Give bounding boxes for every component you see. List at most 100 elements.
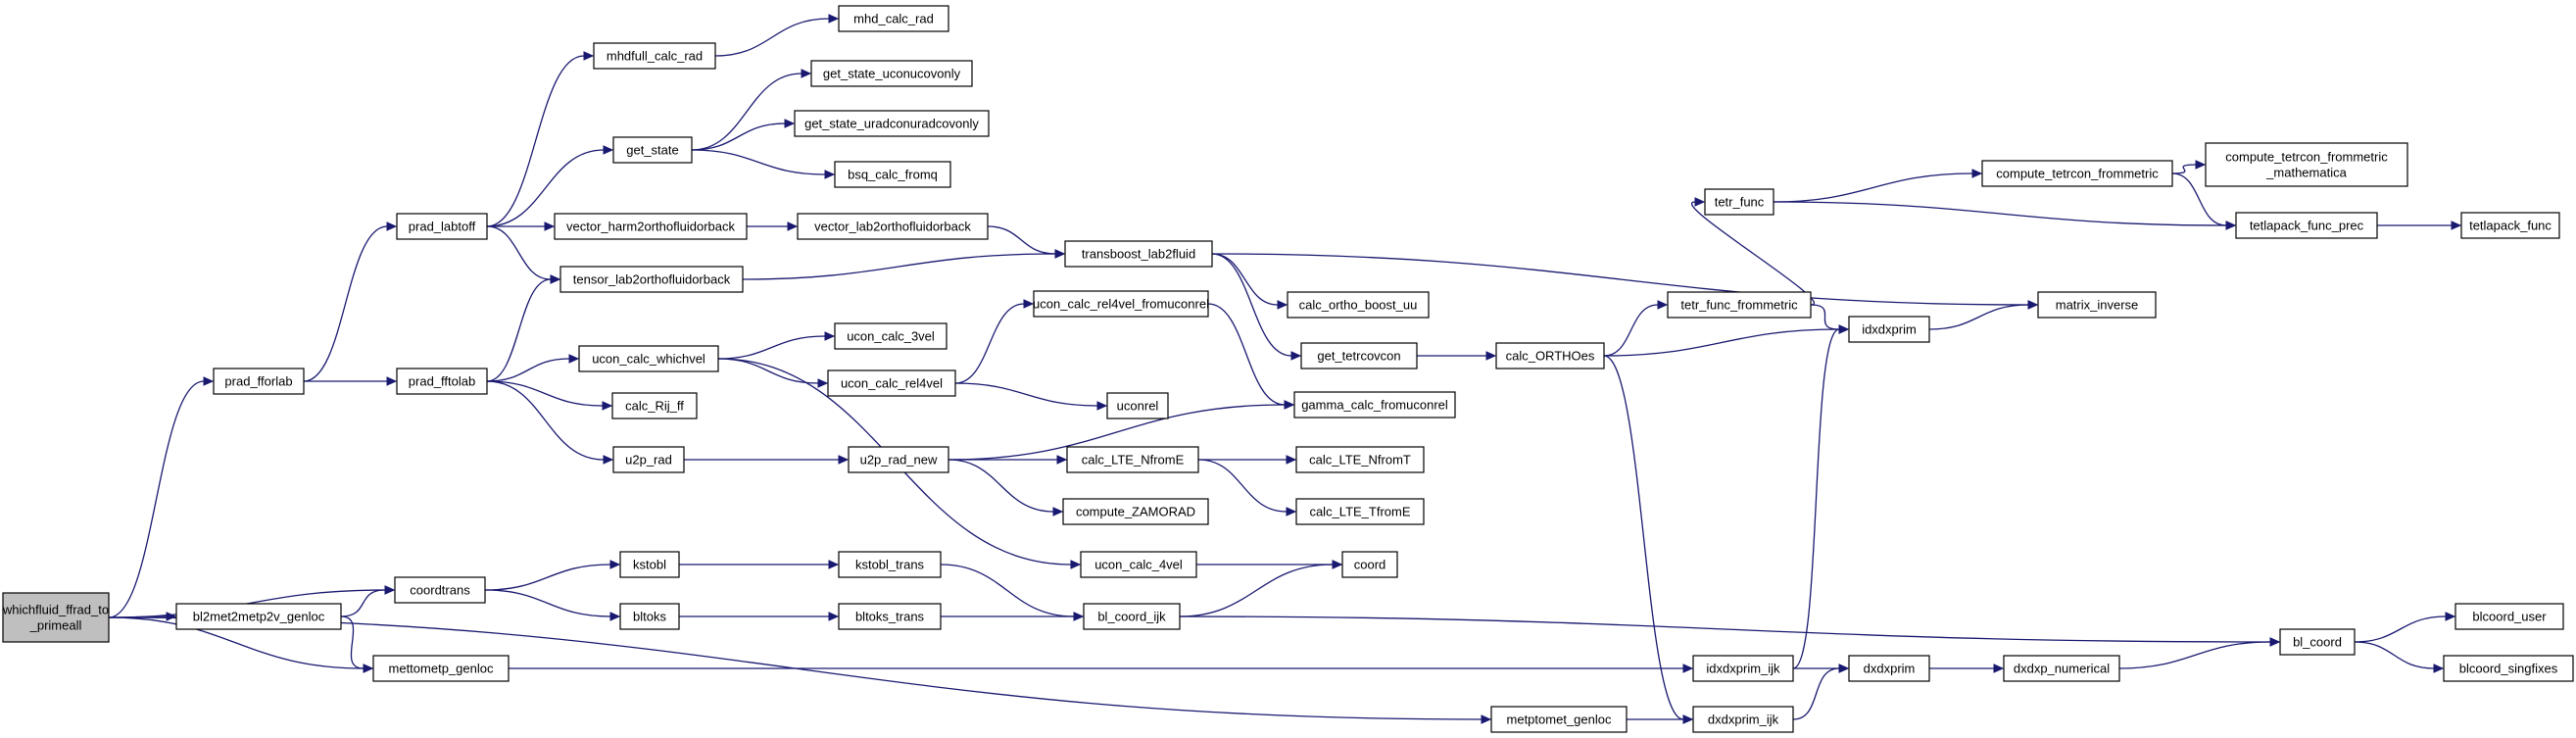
node-mhdfull-calc-rad[interactable]: mhdfull_calc_rad [593, 42, 716, 70]
node-blcoord-singfixes[interactable]: blcoord_singfixes [2443, 655, 2574, 682]
edge-bl-coord-ijk-to-bl-coord [1179, 615, 2281, 647]
node-uconrel[interactable]: uconrel [1106, 392, 1169, 419]
node-ucon-calc-rel4vel-fromuconrel[interactable]: ucon_calc_rel4vel_fromuconrel [1033, 290, 1209, 318]
node-box [838, 5, 949, 32]
node-kstobl-trans[interactable]: kstobl_trans [838, 551, 942, 578]
edge-get-state-to-get-state-uradconuradcovonly [691, 119, 796, 151]
node-ucon-calc-3vel[interactable]: ucon_calc_3vel [834, 322, 948, 350]
edge-mettometp-genloc-to-idxdxprim-ijk [509, 664, 1694, 673]
edge-root-to-metptomet-genloc [108, 616, 1492, 724]
edge-line [1603, 355, 1684, 720]
node-calc-ortho-boost-uu[interactable]: calc_ortho_boost_uu [1287, 291, 1430, 319]
node-box [794, 110, 990, 137]
node-idxdxprim-ijk[interactable]: idxdxprim_ijk [1692, 655, 1794, 682]
edge-vector-harm2orthofluidorback-to-vector-lab2orthofluidorback [747, 221, 799, 231]
edge-ucon-calc-rel4vel-to-ucon-calc-rel4vel-fromuconrel [954, 299, 1035, 384]
node-kstobl[interactable]: kstobl [619, 551, 680, 578]
node-label: calc_ortho_boost_uu [1299, 298, 1418, 313]
node-bltoks[interactable]: bltoks [619, 603, 680, 630]
node-u2p-rad-new[interactable]: u2p_rad_new [848, 446, 949, 473]
node-compute-ZAMORAD[interactable]: compute_ZAMORAD [1062, 498, 1209, 525]
node-compute-tetrcon-frommetric[interactable]: compute_tetrcon_frommetric [1981, 160, 2173, 187]
node-get-state[interactable]: get_state [612, 136, 693, 164]
edge-arrowhead [550, 274, 561, 284]
node-box [848, 446, 949, 473]
node-tetlapack-func-prec[interactable]: tetlapack_func_prec [2235, 212, 2378, 239]
edge-prad-fftolab-to-u2p-rad [486, 380, 614, 465]
node-coord[interactable]: coord [1341, 551, 1398, 578]
node-label: prad_fforlab [224, 374, 292, 389]
node-ucon-calc-rel4vel[interactable]: ucon_calc_rel4vel [827, 369, 956, 397]
node-get-state-uradconuradcovonly[interactable]: get_state_uradconuradcovonly [794, 110, 990, 137]
node-label: tetr_func_frommetric [1680, 298, 1798, 313]
node-vector-harm2orthofluidorback[interactable]: vector_harm2orthofluidorback [554, 213, 748, 240]
node-box [797, 213, 989, 240]
node-box [2235, 212, 2378, 239]
node-u2p-rad[interactable]: u2p_rad [612, 446, 685, 473]
edge-line [1179, 615, 2271, 643]
node-box [1295, 446, 1425, 473]
node-metptomet-genloc[interactable]: metptomet_genloc [1490, 706, 1628, 733]
node-dxdxprim[interactable]: dxdxprim [1848, 655, 1930, 682]
node-label: matrix_inverse [2056, 298, 2139, 313]
edge-compute-tetrcon-frommetric-to-tetlapack-func-prec [2171, 172, 2237, 230]
edge-transboost-lab2fluid-to-calc-ortho-boost-uu [1211, 253, 1288, 310]
edge-arrowhead [838, 455, 850, 465]
node-tetr-func[interactable]: tetr_func [1704, 188, 1774, 216]
node-calc-LTE-NfromE[interactable]: calc_LTE_NfromE [1066, 446, 1199, 473]
node-calc-Rij-ff[interactable]: calc_Rij_ff [611, 392, 698, 419]
node-calc-LTE-TfromE[interactable]: calc_LTE_TfromE [1295, 498, 1425, 525]
edge-arrowhead [2027, 300, 2039, 310]
node-get-state-uconucovonly[interactable]: get_state_uconucovonly [810, 60, 973, 87]
node-label: tetlapack_func_prec [2250, 219, 2364, 233]
edge-arrowhead [2445, 612, 2456, 621]
node-tensor-lab2orthofluidorback[interactable]: tensor_lab2orthofluidorback [559, 266, 744, 293]
node-compute-tetrcon-frommetric-mathematica[interactable]: compute_tetrcon_frommetric_mathematica [2205, 142, 2408, 187]
node-get-tetrcovcon[interactable]: get_tetrcovcon [1300, 342, 1418, 369]
node-calc-LTE-NfromT[interactable]: calc_LTE_NfromT [1295, 446, 1425, 473]
node-vector-lab2orthofluidorback[interactable]: vector_lab2orthofluidorback [797, 213, 989, 240]
node-bl-coord[interactable]: bl_coord [2279, 628, 2356, 656]
node-bl2met2metp2v-genloc[interactable]: bl2met2metp2v_genloc [175, 603, 342, 630]
edge-line [691, 123, 786, 151]
edge-line [1792, 667, 1840, 720]
node-box [394, 576, 486, 604]
node-bl-coord-ijk[interactable]: bl_coord_ijk [1083, 603, 1181, 630]
node-matrix-inverse[interactable]: matrix_inverse [2037, 291, 2157, 319]
edge-kstobl-trans-to-bl-coord-ijk [940, 564, 1085, 621]
node-idxdxprim[interactable]: idxdxprim [1848, 316, 1930, 343]
edge-line [714, 18, 830, 57]
node-bsq-calc-fromq[interactable]: bsq_calc_fromq [834, 161, 951, 188]
edge-arrowhead [2225, 221, 2237, 230]
edge-metptomet-genloc-to-dxdxprim-ijk [1627, 714, 1694, 724]
edge-dxdxprim-to-dxdxp-numerical [1928, 664, 2005, 673]
node-prad-fftolab[interactable]: prad_fftolab [396, 368, 488, 395]
edge-arrowhead [363, 664, 374, 673]
node-ucon-calc-4vel[interactable]: ucon_calc_4vel [1080, 551, 1197, 578]
node-mettometp-genloc[interactable]: mettometp_genloc [372, 655, 510, 682]
node-box [396, 213, 488, 240]
node-gamma-calc-fromuconrel[interactable]: gamma_calc_fromuconrel [1293, 391, 1456, 418]
node-tetr-func-frommetric[interactable]: tetr_func_frommetric [1667, 291, 1812, 319]
node-box [2460, 212, 2560, 239]
node-dxdxprim-ijk[interactable]: dxdxprim_ijk [1692, 706, 1794, 733]
edge-calc-ORTHOes-to-idxdxprim [1603, 324, 1850, 357]
edge-line [1197, 459, 1288, 513]
node-bltoks-trans[interactable]: bltoks_trans [838, 603, 942, 630]
node-calc-ORTHOes[interactable]: calc_ORTHOes [1495, 342, 1605, 369]
edge-arrowhead [1286, 455, 1297, 465]
node-prad-labtoff[interactable]: prad_labtoff [396, 213, 488, 240]
node-prad-fforlab[interactable]: prad_fforlab [213, 368, 305, 395]
node-mhd-calc-rad[interactable]: mhd_calc_rad [838, 5, 949, 32]
node-dxdxp-numerical[interactable]: dxdxp_numerical [2003, 655, 2120, 682]
edge-line [484, 589, 611, 617]
node-label: compute_ZAMORAD [1076, 505, 1195, 519]
node-transboost-lab2fluid[interactable]: transboost_lab2fluid [1064, 240, 1213, 268]
edge-line [486, 225, 552, 280]
node-ucon-calc-whichvel[interactable]: ucon_calc_whichvel [578, 345, 719, 372]
node-tetlapack-func[interactable]: tetlapack_func [2460, 212, 2560, 239]
node-coordtrans[interactable]: coordtrans [394, 576, 486, 604]
node-root[interactable]: whichfluid_ffrad_to_primeall [2, 592, 110, 643]
node-blcoord-user[interactable]: blcoord_user [2454, 603, 2564, 630]
edge-bltoks-to-bltoks-trans [679, 612, 840, 621]
